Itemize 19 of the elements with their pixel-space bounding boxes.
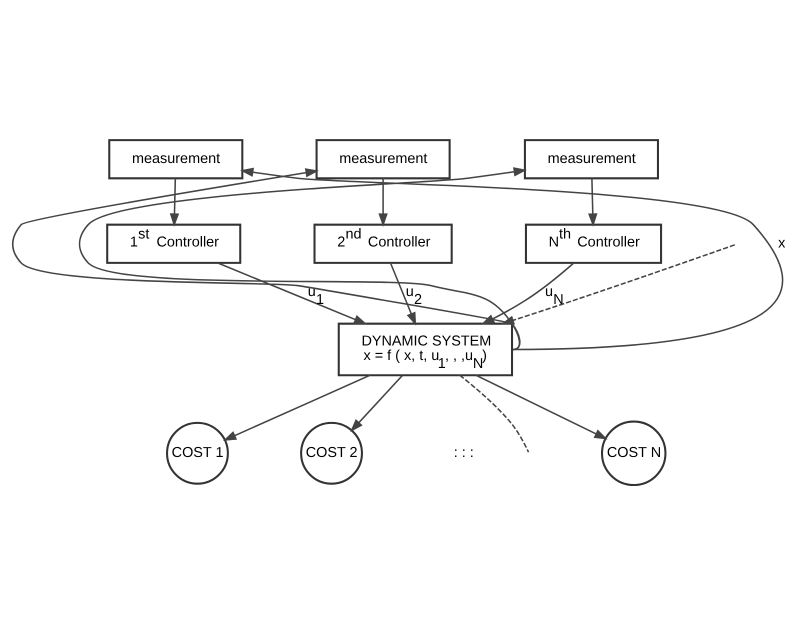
node-box: measurement	[524, 138, 659, 179]
arrow	[476, 374, 608, 440]
node-circle: COST N	[600, 420, 666, 486]
arrow	[588, 178, 598, 226]
arrow	[350, 374, 403, 432]
arrow	[170, 178, 180, 226]
edge-label: x	[778, 235, 786, 252]
node-box: measurement	[108, 138, 244, 179]
label: : : :	[454, 444, 474, 461]
arrow	[240, 167, 783, 350]
arrow	[500, 244, 735, 324]
arrow	[378, 178, 388, 226]
node-box: measurement	[316, 138, 451, 179]
node-circle: COST 2	[300, 421, 363, 484]
arrow	[217, 262, 368, 324]
arrow	[222, 374, 370, 440]
connector	[459, 374, 530, 452]
node-circle: COST 1	[166, 421, 229, 484]
arrow	[390, 262, 416, 326]
